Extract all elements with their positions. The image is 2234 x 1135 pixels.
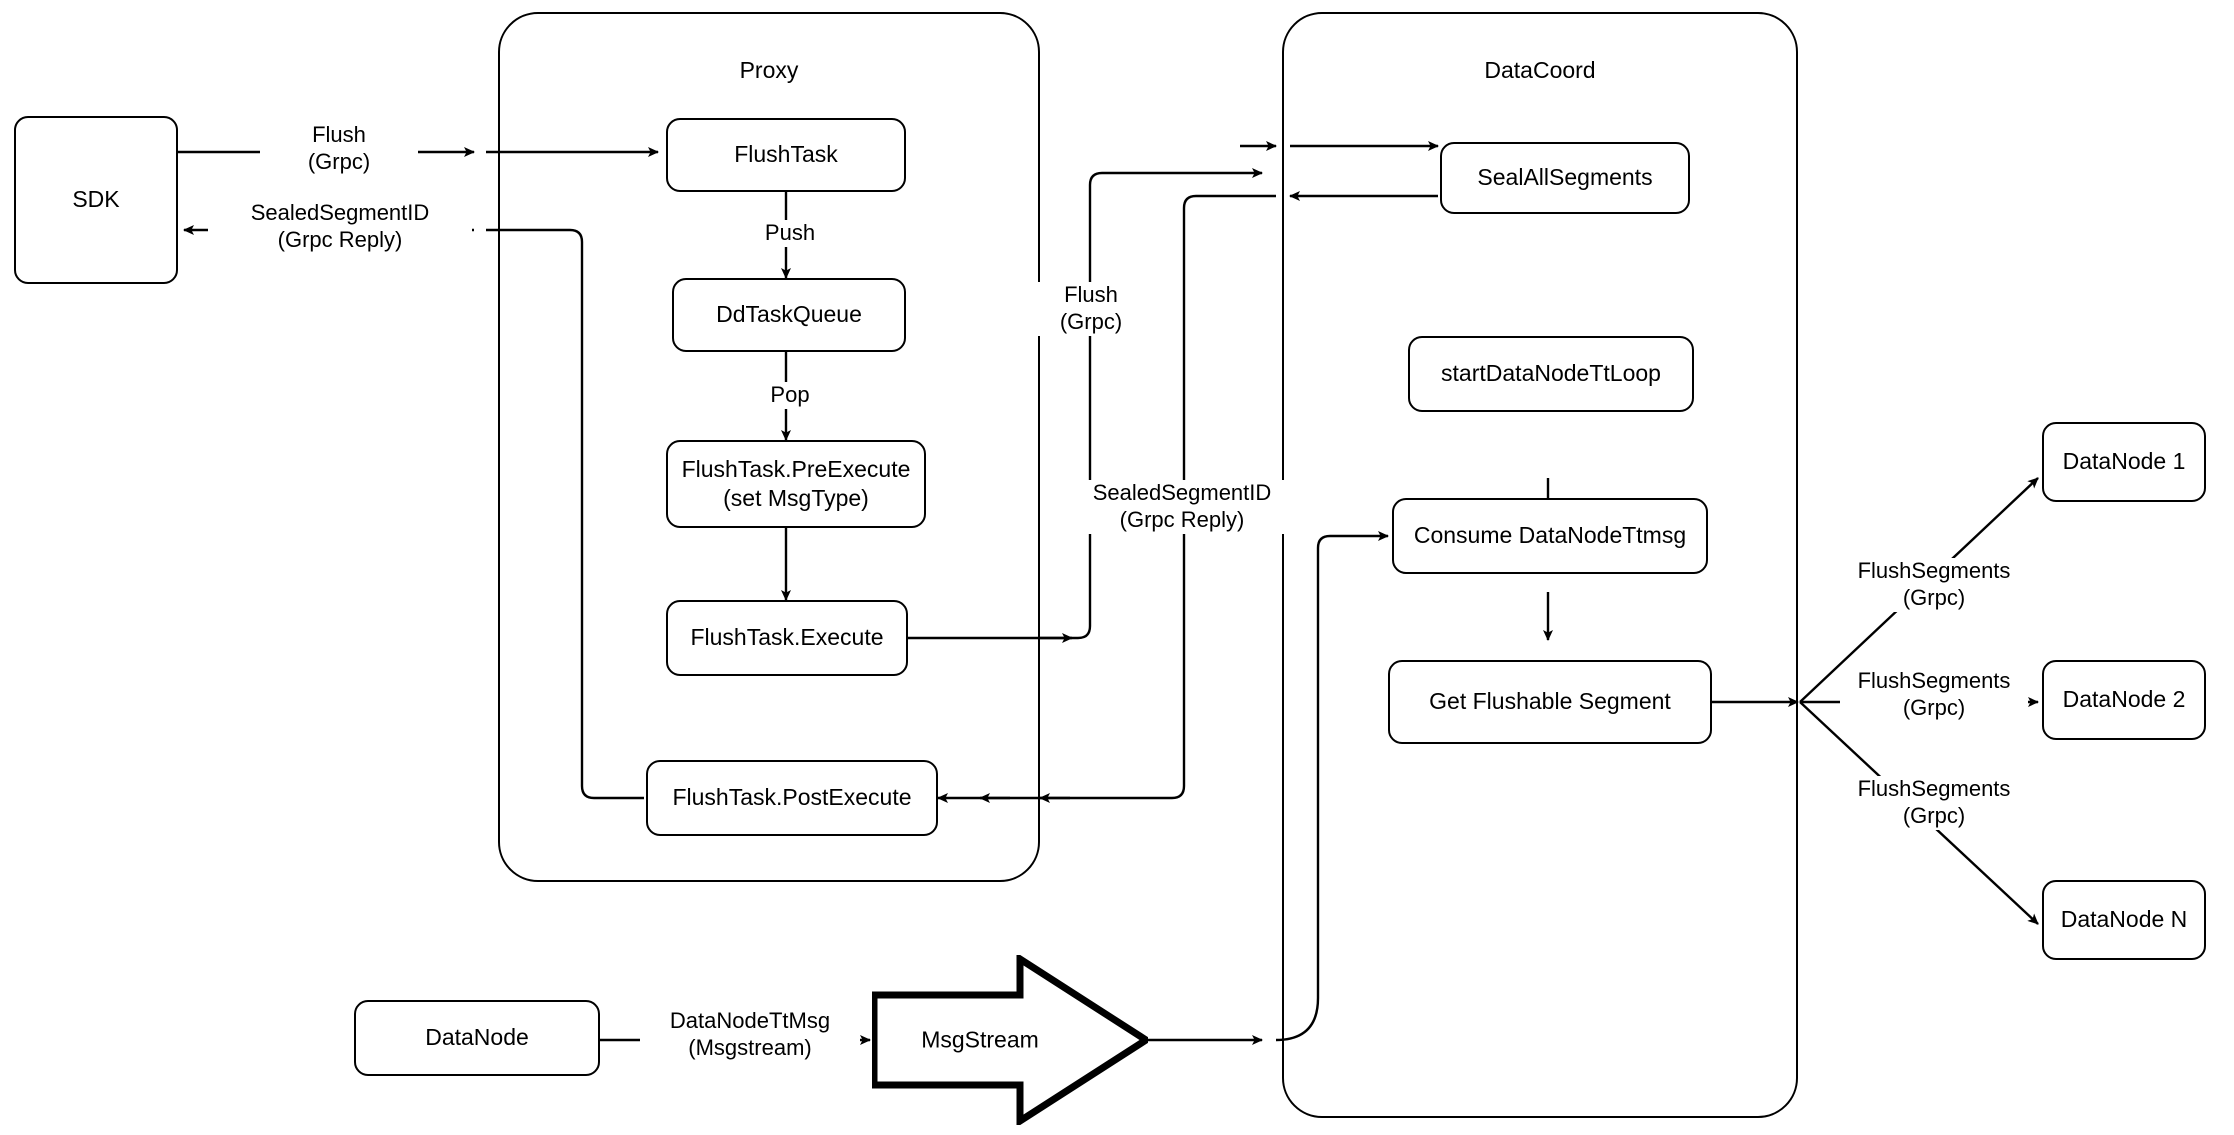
msgstream-arrow-icon [870, 952, 1153, 1128]
edge-label-flush-segments-2: FlushSegments (Grpc) [1840, 668, 2028, 722]
node-msgstream-label: MsgStream [921, 1026, 1039, 1053]
node-flush-task[interactable]: FlushTask [666, 118, 906, 192]
node-datanode-n[interactable]: DataNode N [2042, 880, 2206, 960]
edge-label-flush-segments-1: FlushSegments (Grpc) [1840, 558, 2028, 612]
edge-label-datanode-to-msgstream: DataNodeTtMsg (Msgstream) [640, 1008, 860, 1062]
node-datanode-2[interactable]: DataNode 2 [2042, 660, 2206, 740]
node-datanode-1[interactable]: DataNode 1 [2042, 422, 2206, 502]
container-proxy-title: Proxy [739, 57, 799, 83]
node-datanode-source[interactable]: DataNode [354, 1000, 600, 1076]
node-get-flushable-segment[interactable]: Get Flushable Segment [1388, 660, 1712, 744]
node-flush-task-execute[interactable]: FlushTask.Execute [666, 600, 908, 676]
node-msgstream[interactable]: MsgStream [870, 952, 1153, 1128]
node-dd-task-queue[interactable]: DdTaskQueue [672, 278, 906, 352]
edge-label-proxy-to-sdk: SealedSegmentID (Grpc Reply) [208, 200, 472, 254]
node-sdk[interactable]: SDK [14, 116, 178, 284]
edge-label-flush-segments-n: FlushSegments (Grpc) [1840, 776, 2028, 830]
node-start-datanode-tt-loop[interactable]: startDataNodeTtLoop [1408, 336, 1694, 412]
edge-label-pop: Pop [752, 382, 828, 409]
container-datacoord-title: DataCoord [1484, 57, 1596, 83]
edge-label-proxy-to-datacoord: Flush (Grpc) [1032, 282, 1150, 336]
node-flush-task-post-execute[interactable]: FlushTask.PostExecute [646, 760, 938, 836]
node-seal-all-segments[interactable]: SealAllSegments [1440, 142, 1690, 214]
edge-label-datacoord-to-proxy: SealedSegmentID (Grpc Reply) [1080, 480, 1284, 534]
node-consume-datanode-ttmsg[interactable]: Consume DataNodeTtmsg [1392, 498, 1708, 574]
edge-label-sdk-to-proxy: Flush (Grpc) [260, 122, 418, 176]
node-flush-task-pre-execute[interactable]: FlushTask.PreExecute (set MsgType) [666, 440, 926, 528]
edge-label-push: Push [744, 220, 836, 247]
